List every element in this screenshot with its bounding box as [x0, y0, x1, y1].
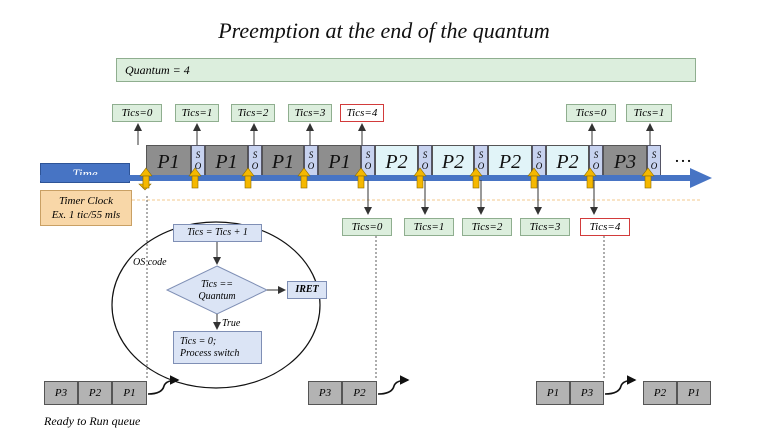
- decision-text: Tics == Quantum: [187, 279, 247, 303]
- bottom-tics-box-highlight: Tics=4: [580, 218, 630, 236]
- top-tics-box: Tics=0: [112, 104, 162, 122]
- tick-arrow: [641, 167, 655, 177]
- tick-arrow-stem: [300, 175, 308, 189]
- tick-arrow-stem: [357, 175, 365, 189]
- os-code-ellipse: [111, 221, 321, 389]
- process-block-p1: P1: [146, 145, 191, 179]
- timer-clock-title: Timer Clock: [58, 195, 114, 207]
- process-switch-box: Tics = 0; Process switch: [173, 331, 262, 364]
- queue-cell: P2: [342, 381, 377, 405]
- top-tics-box-highlight: Tics=4: [340, 104, 384, 122]
- tick-arrow: [527, 167, 541, 177]
- tick-arrow-stem: [644, 175, 652, 189]
- increment-tics-box: Tics = Tics + 1: [173, 224, 262, 242]
- tick-arrow-stem: [416, 175, 424, 189]
- tick-arrow: [188, 167, 202, 177]
- process-block-p3: P3: [603, 145, 647, 179]
- queue-dispatch-arrow: [604, 375, 637, 395]
- timer-clock-label: Timer Clock Ex. 1 tic/55 mls: [40, 190, 132, 226]
- process-block-p2: P2: [432, 145, 474, 179]
- tick-arrow-stem: [472, 175, 480, 189]
- ready-queue-label: Ready to Run queue: [44, 414, 141, 428]
- true-label: True: [222, 318, 241, 329]
- queue-dispatch-arrow: [147, 375, 180, 395]
- diagram-title: Preemption at the end of the quantum: [218, 18, 550, 43]
- timer-clock-rate: Ex. 1 tic/55 mls: [51, 209, 121, 221]
- queue-cell: P2: [78, 381, 112, 405]
- top-tics-box: Tics=2: [231, 104, 275, 122]
- tick-arrow-stem: [191, 175, 199, 189]
- decision-text-line: Tics ==: [200, 279, 234, 290]
- tick-arrow-stem: [530, 175, 538, 189]
- queue-cell: P2: [643, 381, 677, 405]
- top-tics-box: Tics=1: [175, 104, 219, 122]
- process-block-p2: P2: [488, 145, 532, 179]
- tick-arrow: [413, 167, 427, 177]
- top-tics-box: Tics=0: [566, 104, 616, 122]
- bottom-tics-box: Tics=0: [342, 218, 392, 236]
- bottom-tics-box: Tics=1: [404, 218, 454, 236]
- tick-arrow: [469, 167, 483, 177]
- queue-cell: P3: [44, 381, 78, 405]
- queue-dispatch-arrow: [377, 375, 410, 395]
- process-block-p2: P2: [546, 145, 589, 179]
- tick-arrow-stem: [142, 175, 150, 189]
- quantum-box: Quantum = 4: [116, 58, 696, 82]
- top-tics-box: Tics=3: [288, 104, 332, 122]
- queue-cell: P1: [112, 381, 147, 405]
- tick-arrow: [139, 167, 153, 177]
- bottom-tics-box: Tics=3: [520, 218, 570, 236]
- queue-cell: P1: [677, 381, 711, 405]
- tick-arrow-stem: [244, 175, 252, 189]
- os-code-label: OS code: [133, 257, 167, 268]
- tick-arrow: [241, 167, 255, 177]
- process-switch-line: Process switch: [180, 348, 240, 359]
- tick-arrow: [583, 167, 597, 177]
- top-tics-box: Tics=1: [626, 104, 672, 122]
- queue-cell: P3: [570, 381, 604, 405]
- timeline-ellipsis: …: [674, 146, 692, 166]
- queue-cell: P1: [536, 381, 570, 405]
- process-block-p1: P1: [205, 145, 248, 179]
- bottom-tics-box: Tics=2: [462, 218, 512, 236]
- tick-arrow-stem: [586, 175, 594, 189]
- tick-arrow: [297, 167, 311, 177]
- tick-arrow: [354, 167, 368, 177]
- queue-cell: P3: [308, 381, 342, 405]
- decision-text-line: Quantum: [198, 291, 236, 302]
- iret-box: IRET: [287, 281, 327, 299]
- process-switch-line: Tics = 0;: [180, 336, 217, 347]
- time-axis-arrow: [40, 168, 712, 188]
